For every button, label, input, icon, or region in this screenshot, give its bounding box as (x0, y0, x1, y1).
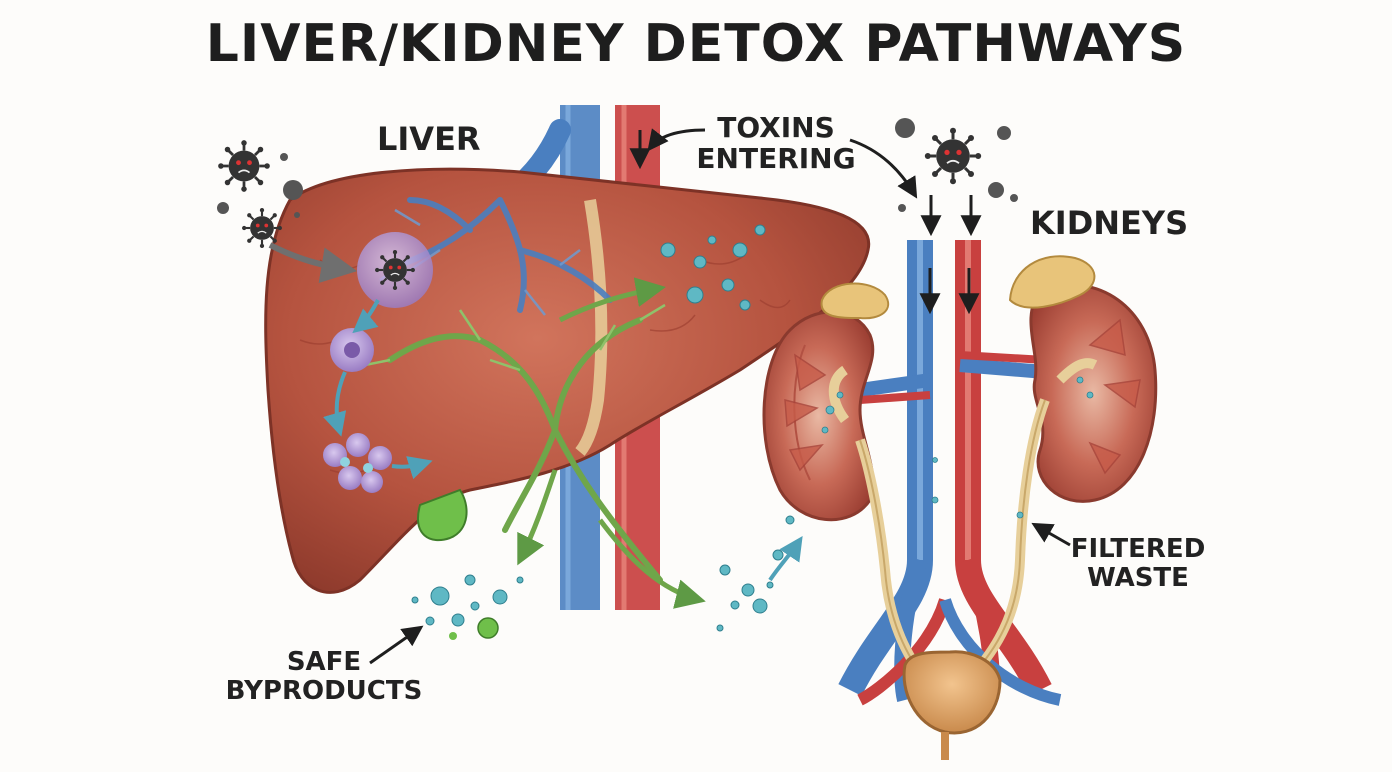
processing-cells (323, 232, 433, 493)
safe-label-line-1: SAFE (286, 647, 362, 677)
toxin-virus-icon (216, 138, 303, 250)
liver-particles (660, 224, 766, 311)
toxin-virus-icon (895, 118, 1018, 212)
liver-label: LIVER (377, 120, 481, 158)
toxins-label-line-2: ENTERING (696, 141, 856, 175)
toxins-label-line-1: TOXINS (717, 111, 835, 144)
kidney-system (762, 240, 1158, 760)
kidneys-label: KIDNEYS (1030, 204, 1189, 242)
filtered-waste-label: FILTERED WASTE (1058, 535, 1218, 592)
filtered-label-line-1: FILTERED (1070, 534, 1206, 564)
safe-byproducts-label: SAFE BYPRODUCTS (204, 648, 444, 705)
safe-byproduct-particles (411, 574, 524, 640)
page-title: LIVER/KIDNEY DETOX PATHWAYS (205, 14, 1187, 74)
toxins-entering-label: TOXINS ENTERING (676, 111, 876, 175)
filtered-label-line-2: WASTE (1087, 562, 1189, 593)
safe-label-line-2: BYPRODUCTS (225, 675, 423, 706)
